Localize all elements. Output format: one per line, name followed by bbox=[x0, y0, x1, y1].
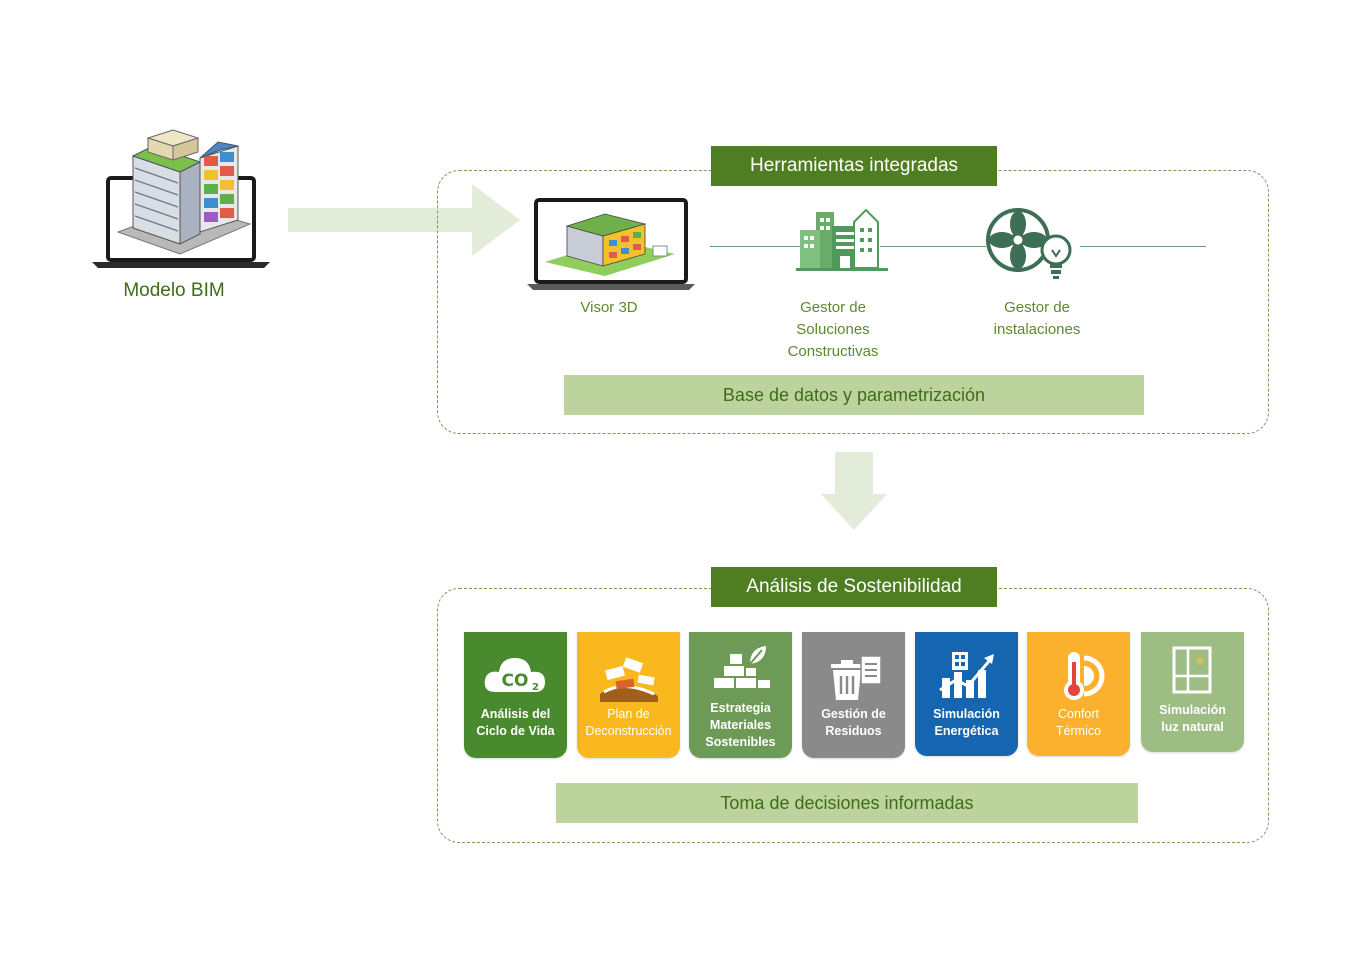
energy-chart-icon bbox=[938, 652, 994, 698]
card-gestion-residuos: Gestión de Residuos bbox=[802, 632, 905, 758]
tool-label-gestor-instalaciones: Gestor de instalaciones bbox=[993, 299, 1081, 338]
tool-label-gestor-soluciones: Gestor de Soluciones Constructivas bbox=[787, 299, 879, 360]
fan-lightbulb-icon bbox=[986, 208, 1072, 279]
svg-text:CO: CO bbox=[501, 671, 528, 691]
down-arrow-icon bbox=[821, 452, 887, 530]
tool-label-visor-3d: Visor 3D bbox=[580, 299, 638, 316]
connector-line bbox=[710, 246, 800, 247]
connector-line bbox=[1080, 246, 1206, 247]
buildings-icon bbox=[796, 208, 888, 271]
deconstruction-icon bbox=[599, 657, 658, 702]
card-simulacion-luz: ✳ Simulación luz natural bbox=[1141, 632, 1244, 752]
svg-text:2: 2 bbox=[532, 682, 539, 693]
card-label: Gestión de Residuos bbox=[821, 707, 886, 738]
sustainability-header: Análisis de Sostenibilidad bbox=[711, 567, 997, 607]
connector-line bbox=[880, 246, 986, 247]
card-confort-termico: Confort Térmico bbox=[1027, 632, 1130, 756]
card-label: Análisis del Ciclo de Vida bbox=[476, 707, 555, 738]
card-ciclo-de-vida: CO 2 Análisis del Ciclo de Vida bbox=[464, 632, 567, 758]
card-simulacion-energetica: Simulación Energética bbox=[915, 632, 1018, 756]
svg-text:✳: ✳ bbox=[1194, 654, 1206, 670]
card-materiales-sostenibles: Estrategia Materiales Sostenibles bbox=[689, 632, 792, 758]
card-label: Estrategia Materiales Sostenibles bbox=[705, 701, 776, 749]
database-bar: Base de datos y parametrización bbox=[564, 375, 1144, 415]
right-arrow-icon bbox=[288, 184, 520, 256]
decisions-bar: Toma de decisiones informadas bbox=[556, 783, 1138, 823]
laptop-3d-viewer-icon bbox=[527, 198, 695, 290]
card-deconstruccion: Plan de Deconstrucción bbox=[577, 632, 680, 758]
integrated-tools-header: Herramientas integradas bbox=[711, 146, 997, 186]
card-label: Plan de Deconstrucción bbox=[585, 707, 672, 738]
daylight-window-icon: ✳ bbox=[1172, 646, 1211, 694]
sustainable-materials-icon bbox=[713, 646, 770, 688]
card-label: Confort Térmico bbox=[1055, 707, 1102, 738]
waste-bin-icon bbox=[830, 655, 882, 700]
bim-laptop-building-icon bbox=[92, 129, 270, 268]
card-label: Simulación luz natural bbox=[1159, 703, 1226, 734]
bim-model-label: Modelo BIM bbox=[123, 280, 225, 301]
thermometer-icon bbox=[1063, 652, 1104, 700]
bim-model-block: Modelo BIM bbox=[88, 120, 278, 310]
card-label: Simulación Energética bbox=[933, 707, 1000, 738]
co2-cloud-icon: CO 2 bbox=[484, 658, 545, 693]
